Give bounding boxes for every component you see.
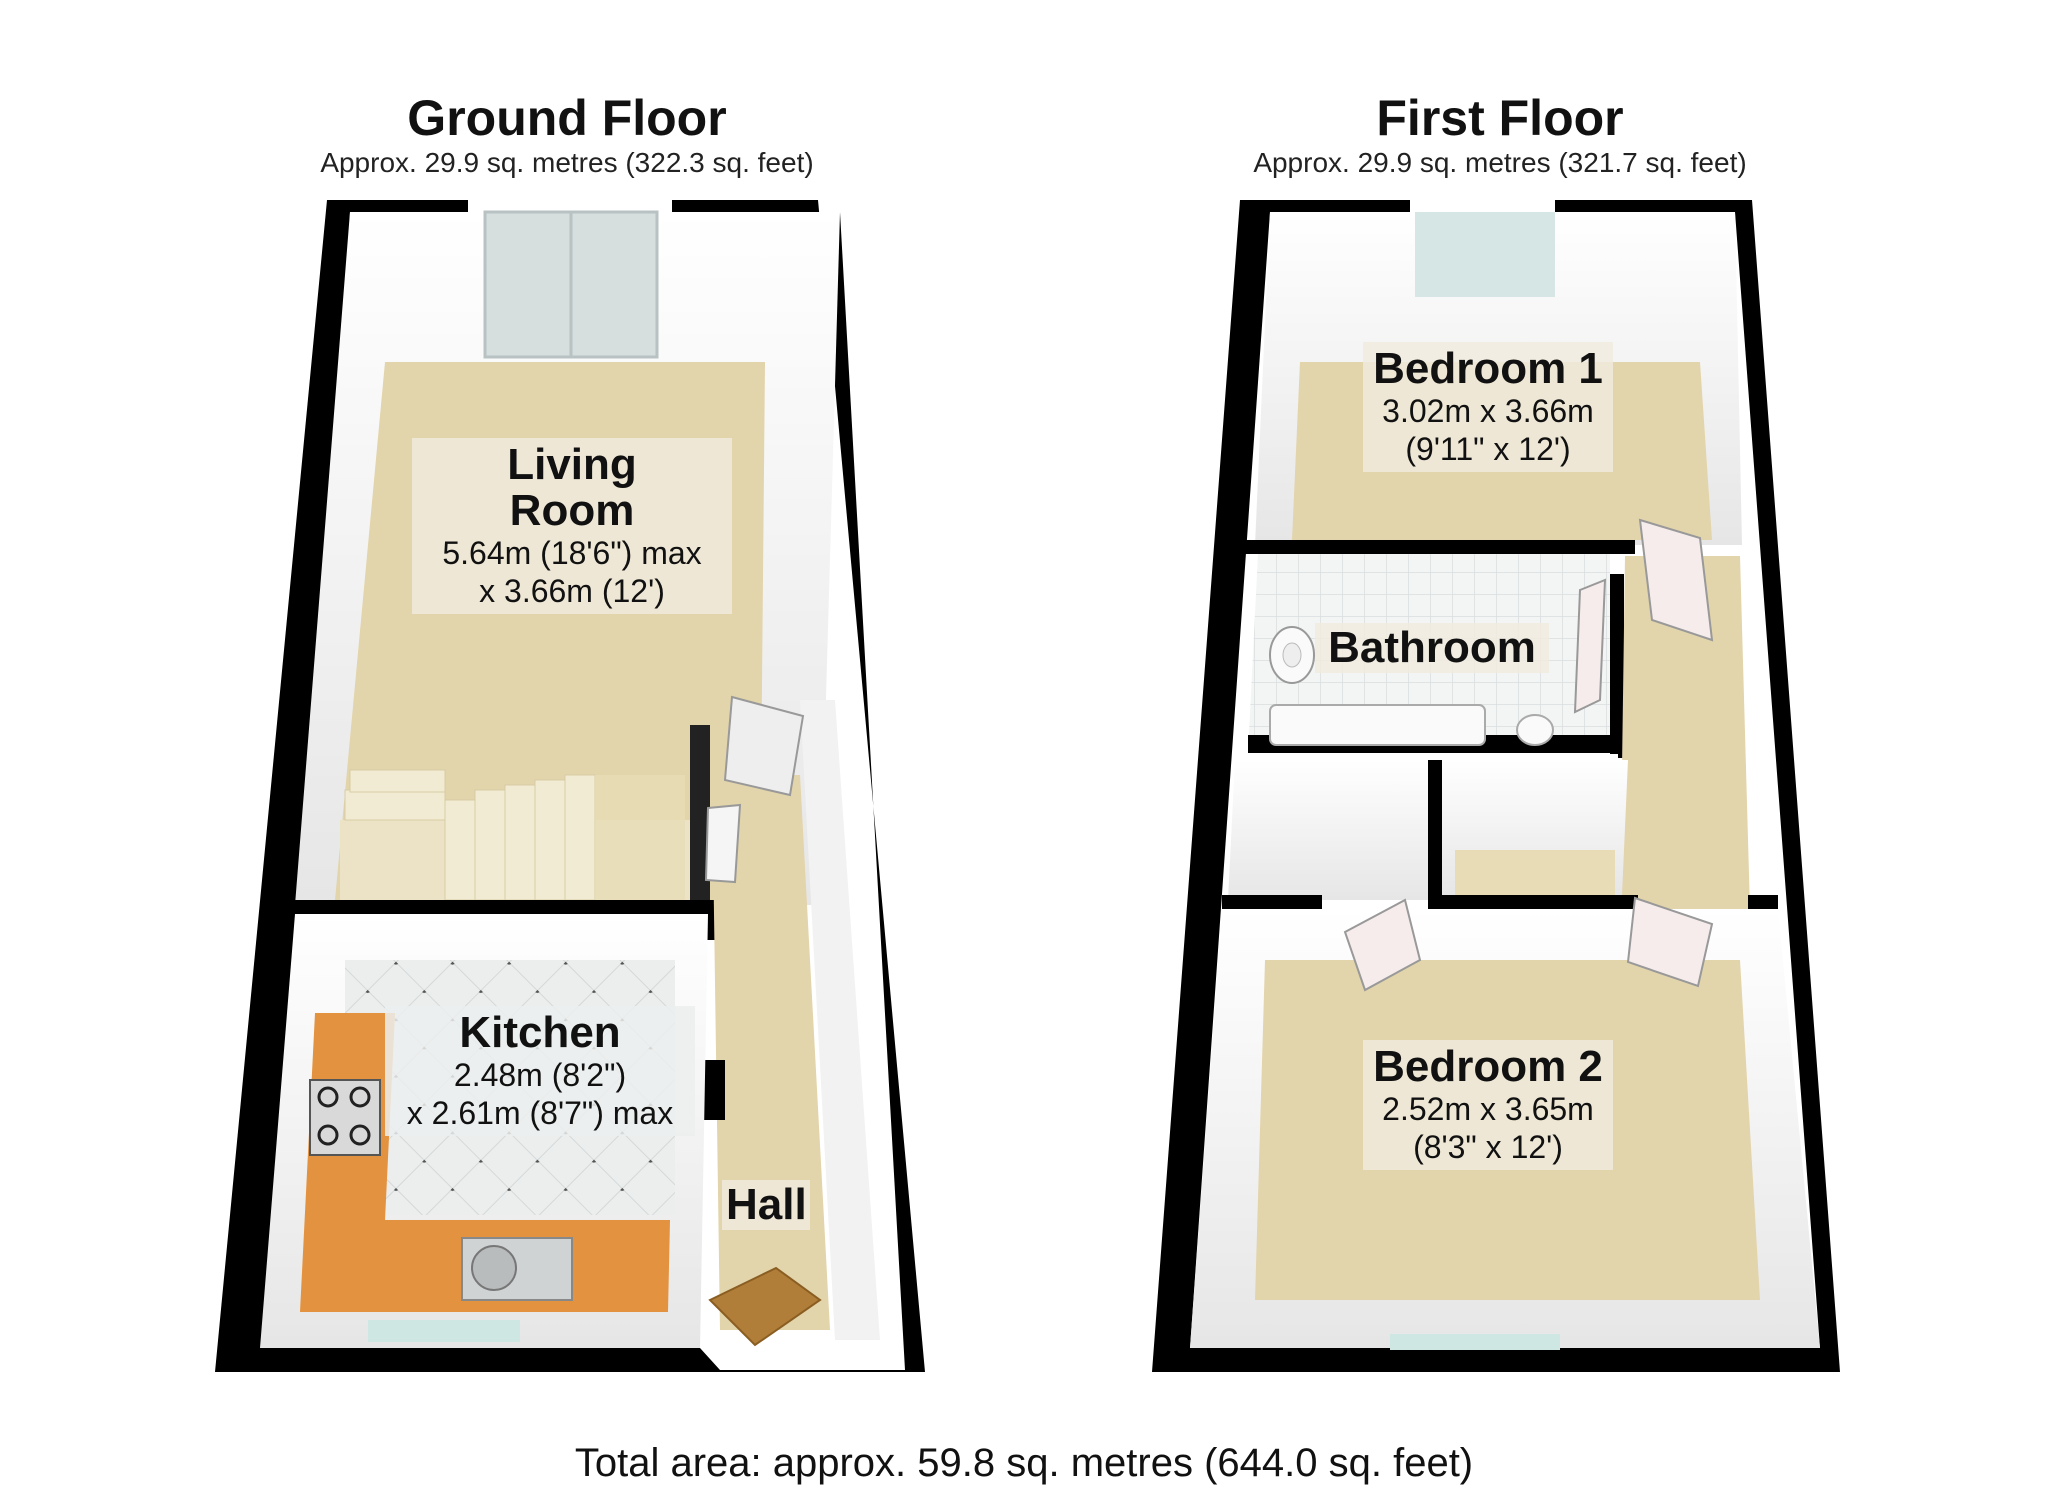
- toilet-icon: [1516, 714, 1554, 746]
- ground-floor-title: Ground Floor: [407, 90, 727, 146]
- kitchen-worktop: [300, 1013, 670, 1312]
- bedroom-1-name: Bedroom 1: [1373, 344, 1603, 393]
- bedroom-1-window: [1415, 212, 1555, 297]
- first-floor-cupboard: [1228, 760, 1430, 900]
- first-floor-heading: First Floor Approx. 29.9 sq. metres (321…: [1150, 90, 1850, 180]
- kitchen-dim-line1: 2.48m (8'2"): [453, 1057, 627, 1093]
- ground-floor-partition-wall: [290, 900, 720, 914]
- living-room-label: Living Room 5.64m (18'6") max x 3.66m (1…: [412, 438, 732, 614]
- wash-basin-icon: [1269, 626, 1315, 684]
- ground-floor-plan: [215, 200, 925, 1372]
- hall-wall-face: [800, 700, 880, 1340]
- hall-name: Hall: [726, 1180, 807, 1229]
- front-door-mat: [708, 1266, 822, 1347]
- living-room-name-line1: Living: [507, 440, 637, 489]
- first-floor-area: Approx. 29.9 sq. metres (321.7 sq. feet): [1253, 147, 1747, 178]
- bathroom-label: Bathroom: [1315, 623, 1549, 673]
- kitchen-dim-line2: x 2.61m (8'7") max: [406, 1095, 674, 1131]
- living-room-dim-line1: 5.64m (18'6") max: [442, 535, 702, 571]
- kitchen-name: Kitchen: [459, 1008, 621, 1057]
- living-room-dim-line2: x 3.66m (12'): [479, 573, 665, 609]
- kitchen-window: [368, 1320, 520, 1342]
- bedroom-1-door: [1638, 518, 1714, 642]
- hall-door: [704, 695, 805, 884]
- bedroom-1-dim-line1: 3.02m x 3.66m: [1382, 393, 1594, 429]
- landing-floor: [1620, 556, 1750, 910]
- total-area: Total area: approx. 59.8 sq. metres (644…: [574, 1441, 1474, 1485]
- first-floor-partition-upper: [1245, 540, 1635, 554]
- landing-door: [1626, 896, 1714, 988]
- first-floor-partition-lower: [1222, 895, 1322, 909]
- ground-floor-area: Approx. 29.9 sq. metres (322.3 sq. feet): [320, 147, 814, 178]
- bedroom-2-door: [1343, 898, 1422, 992]
- bedroom-2-dim-line2: (8'3" x 12'): [1413, 1129, 1563, 1165]
- bedroom-1-dim-line2: (9'11" x 12'): [1405, 431, 1571, 467]
- bedroom-1-label: Bedroom 1 3.02m x 3.66m (9'11" x 12'): [1363, 342, 1613, 472]
- ground-floor-staircase: [340, 725, 710, 901]
- bedroom-2-name: Bedroom 2: [1373, 1042, 1603, 1091]
- bedroom-2-label: Bedroom 2 2.52m x 3.65m (8'3" x 12'): [1363, 1040, 1613, 1170]
- bathroom-door: [1573, 578, 1607, 714]
- living-room-name-line2: Room: [509, 486, 635, 535]
- kitchen-hob-icon: [309, 1079, 381, 1156]
- bath-tub-icon: [1269, 704, 1486, 746]
- kitchen-label: Kitchen 2.48m (8'2") x 2.61m (8'7") max: [385, 1006, 695, 1136]
- bathroom-name: Bathroom: [1328, 623, 1536, 672]
- bedroom-2-dim-line1: 2.52m x 3.65m: [1382, 1091, 1594, 1127]
- ground-floor-heading: Ground Floor Approx. 29.9 sq. metres (32…: [217, 90, 917, 180]
- first-floor-title: First Floor: [1376, 90, 1624, 146]
- bedroom-2-window: [1390, 1334, 1560, 1350]
- hall-label: Hall: [722, 1180, 810, 1230]
